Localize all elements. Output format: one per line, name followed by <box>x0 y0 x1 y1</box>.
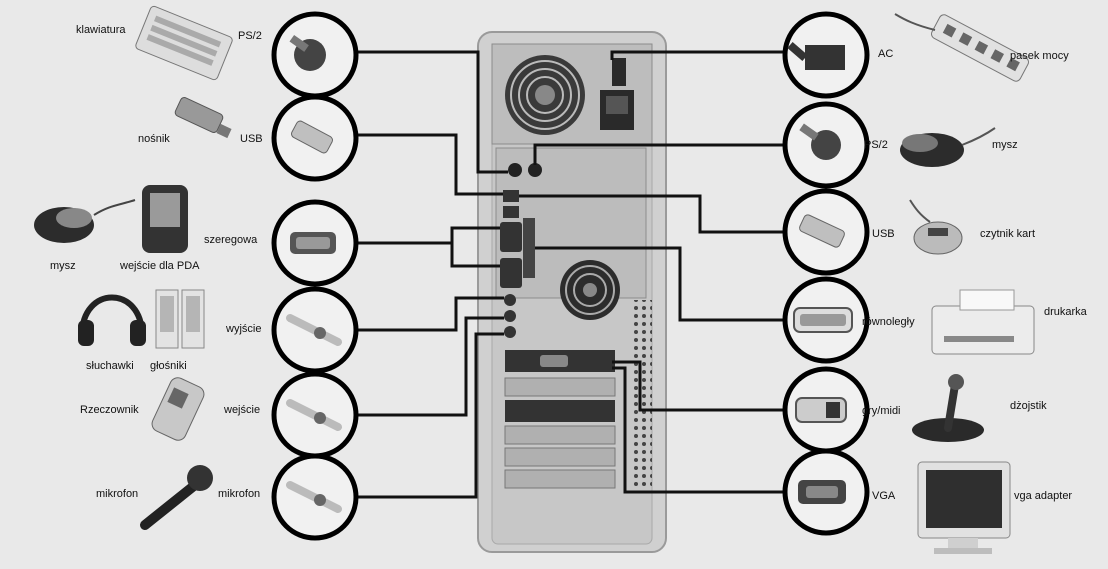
device-label-keyboard: klawiatura <box>76 24 126 36</box>
audio-jack-icon <box>314 412 326 424</box>
device-label-printer: drukarka <box>1044 306 1087 318</box>
port-circle-input <box>274 374 356 456</box>
port-circle-output <box>274 289 356 371</box>
port-label-input: wejście <box>224 404 260 416</box>
port-label-ac: AC <box>878 48 893 60</box>
power-plug-icon <box>805 45 845 70</box>
speakers-icon <box>156 290 204 348</box>
usb-stick-icon <box>174 96 232 138</box>
card-reader-icon <box>910 200 962 254</box>
keyboard-icon <box>135 5 234 81</box>
port-circle-serial <box>274 202 356 284</box>
port-label-vga: VGA <box>872 490 895 502</box>
power-strip-icon <box>895 13 1030 83</box>
port-circle-ps2-right <box>785 104 867 186</box>
headphones-icon <box>78 298 146 347</box>
device-label-headphones: słuchawki <box>86 360 134 372</box>
device-label-pda: wejście dla PDA <box>120 260 199 272</box>
port-label-mic: mikrofon <box>218 488 260 500</box>
port-label-parallel: równoległy <box>862 316 915 328</box>
device-label-joystick: dżojstik <box>1010 400 1047 412</box>
device-label-mouse-right: mysz <box>992 139 1018 151</box>
port-label-output: wyjście <box>226 323 261 335</box>
device-label-power-strip: pasek mocy <box>1010 50 1069 62</box>
port-circle-ac <box>785 14 867 96</box>
monitor-icon <box>918 462 1010 554</box>
mouse-icon <box>34 200 135 243</box>
port-label-serial: szeregowa <box>204 234 257 246</box>
port-label-ps2-left: PS/2 <box>238 30 262 42</box>
device-label-card-reader: czytnik kart <box>980 228 1035 240</box>
microphone-icon <box>145 465 213 525</box>
device-label-monitor: vga adapter <box>1014 490 1072 502</box>
device-label-mouse-left: mysz <box>50 260 76 272</box>
port-circle-vga <box>785 451 867 533</box>
port-label-usb-right: USB <box>872 228 895 240</box>
computer-case <box>478 32 666 552</box>
joystick-icon <box>912 374 984 442</box>
device-label-mic: mikrofon <box>96 488 138 500</box>
mouse-icon <box>900 128 995 167</box>
device-label-input: Rzeczownik <box>80 404 139 416</box>
port-label-game: gry/midi <box>862 405 901 417</box>
pda-icon <box>142 185 188 253</box>
port-circle-game <box>785 369 867 451</box>
audio-jack-icon <box>314 494 326 506</box>
port-label-ps2-right: PS/2 <box>864 139 888 151</box>
port-circle-ps2-left <box>274 14 356 96</box>
printer-icon <box>932 290 1034 354</box>
port-circle-mic <box>274 456 356 538</box>
audio-jack-icon <box>314 327 326 339</box>
port-label-usb-left: USB <box>240 133 263 145</box>
voice-recorder-icon <box>149 375 206 443</box>
port-circle-usb-right <box>785 191 867 273</box>
device-label-speakers: głośniki <box>150 360 187 372</box>
port-circle-parallel <box>785 279 867 361</box>
port-circle-usb-left <box>274 97 356 179</box>
device-label-storage: nośnik <box>138 133 170 145</box>
